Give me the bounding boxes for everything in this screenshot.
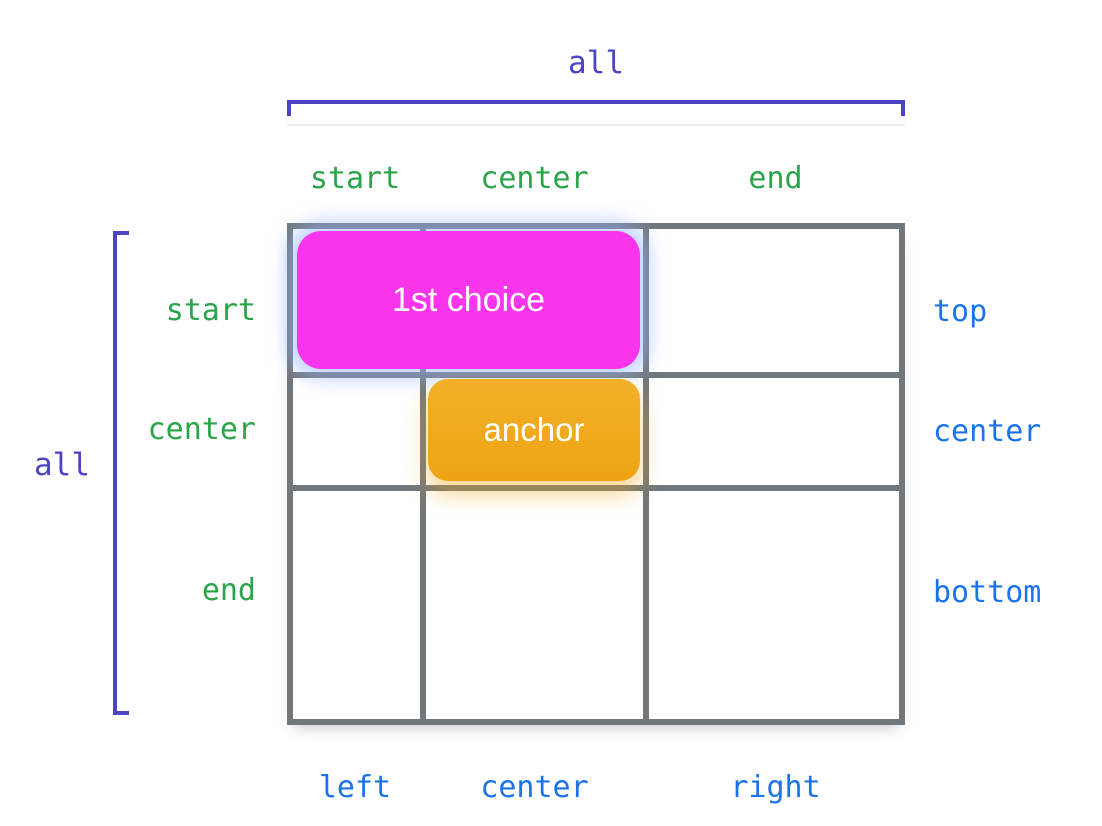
grid-cell-r3c3 xyxy=(649,491,899,719)
top-label-end: end xyxy=(748,161,803,196)
anchor-box: anchor xyxy=(428,379,640,481)
grid-cell-r2c3 xyxy=(649,378,899,485)
left-label-start: start xyxy=(165,293,256,328)
first-choice-label: 1st choice xyxy=(391,280,546,319)
top-bracket xyxy=(287,100,905,116)
anchor-label: anchor xyxy=(483,411,585,448)
bottom-column-labels: left center right xyxy=(287,769,905,807)
top-label-start: start xyxy=(309,161,401,196)
first-choice-box: 1st choice xyxy=(297,231,640,369)
left-all-label: all xyxy=(34,447,90,483)
bottom-label-right: right xyxy=(730,770,821,805)
left-label-center: center xyxy=(147,412,256,447)
grid-cell-r1c3 xyxy=(649,229,899,372)
left-label-end: end xyxy=(201,573,256,608)
grid-cell-r3c1 xyxy=(293,491,420,719)
bottom-label-left: left xyxy=(318,770,392,805)
top-label-center: center xyxy=(480,161,589,196)
faint-divider-line xyxy=(287,124,905,126)
left-bracket xyxy=(113,231,129,715)
right-label-center: center xyxy=(933,414,1042,449)
bottom-label-center: center xyxy=(480,770,589,805)
grid-cell-r3c2 xyxy=(426,491,643,719)
top-all-label: all xyxy=(568,45,624,81)
grid-cell-r2c1 xyxy=(293,378,420,485)
right-label-bottom: bottom xyxy=(933,575,1042,610)
right-label-top: top xyxy=(933,294,988,329)
top-column-labels: start center end xyxy=(287,160,905,198)
